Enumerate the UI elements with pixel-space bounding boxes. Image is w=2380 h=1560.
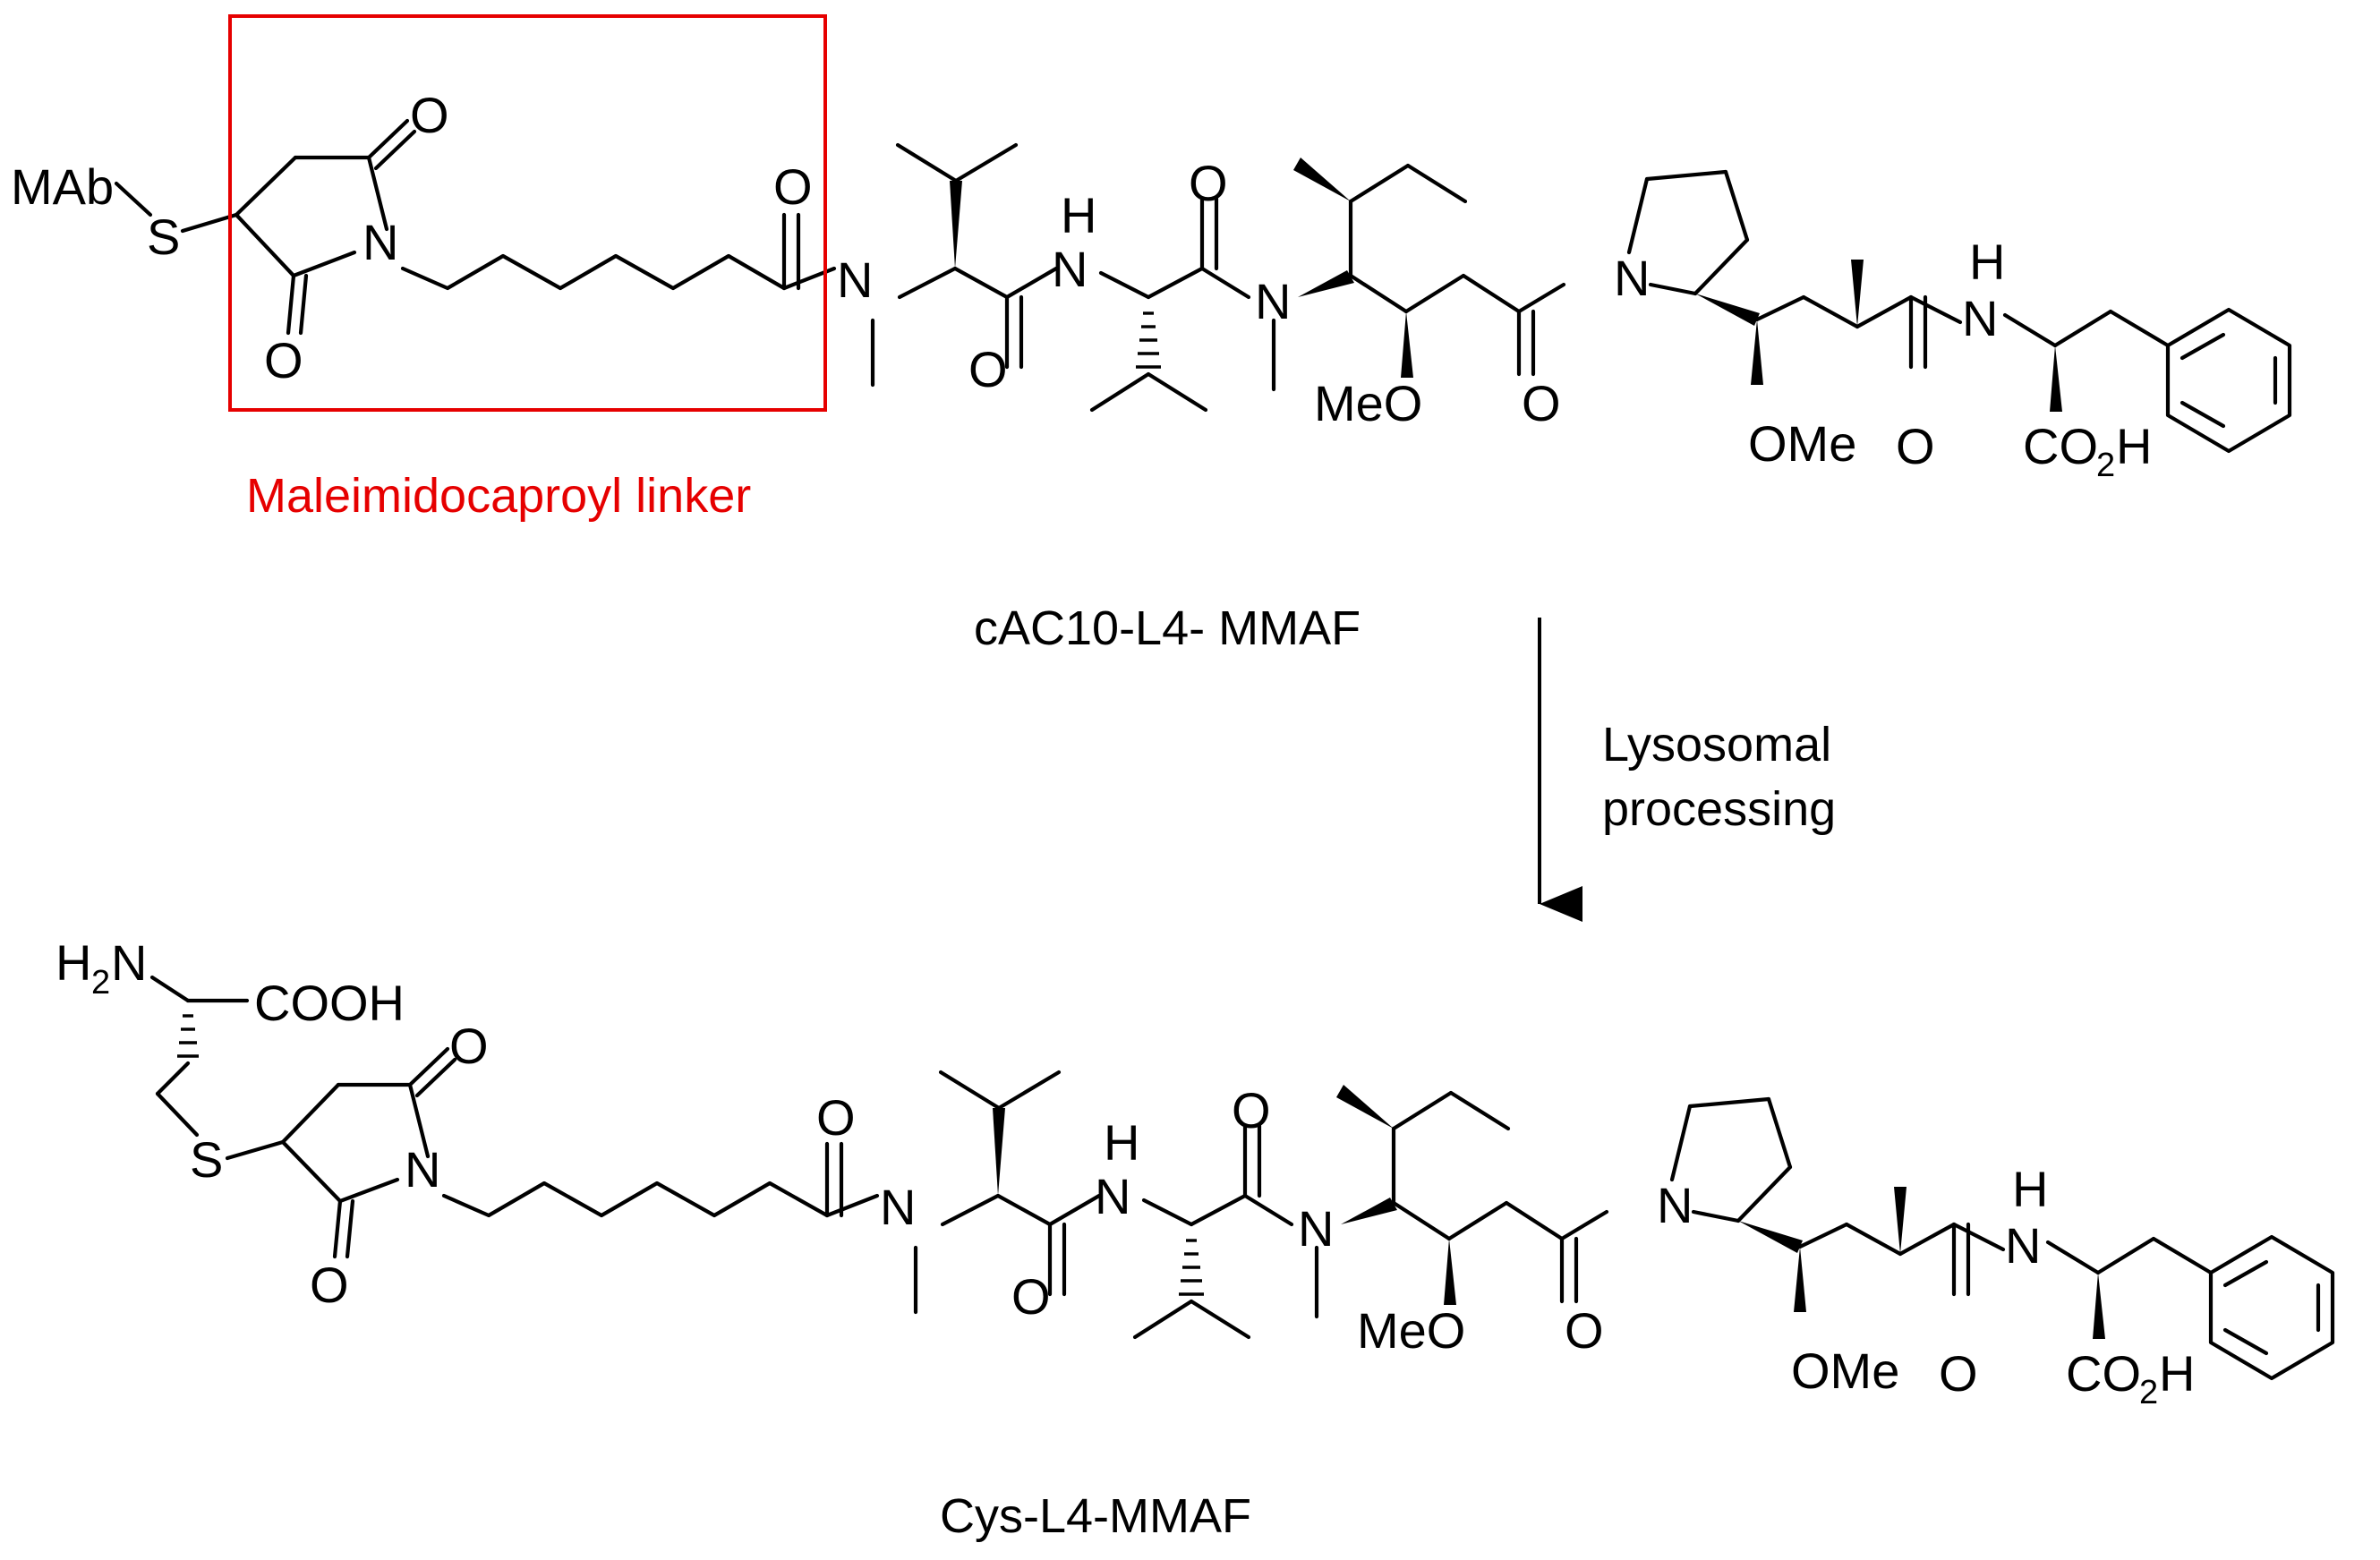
oxygen-linker-carbonyl-bottom: O (816, 1089, 856, 1146)
linker-label: Maleimidocaproyl linker (246, 469, 751, 523)
svg-text:CO: CO (2066, 1345, 2141, 1402)
oxygen-val1-top: O (968, 341, 1008, 397)
oxygen-val2-top: O (1189, 155, 1228, 211)
carboxyl-bottom: CO 2 H (2066, 1345, 2195, 1411)
ome-bottom: OMe (1791, 1343, 1899, 1399)
nh-n2-bottom: N (2005, 1217, 2041, 1274)
top-compound: MAb S O O N O Maleimidocaproyl linker N (11, 14, 2290, 523)
reaction-condition-line2: processing (1602, 782, 1836, 836)
svg-text:2: 2 (2096, 447, 2115, 484)
oxygen-val1-bottom: O (1011, 1268, 1051, 1325)
sulfur-top: S (147, 209, 180, 265)
oxygen-dil-carbonyl-top: O (1522, 375, 1561, 431)
nh-h2-top: H (1969, 234, 2005, 290)
svg-text:N: N (111, 934, 147, 991)
cooh-bottom: COOH (254, 975, 405, 1031)
oxygen-bottom-ring1: O (449, 1018, 489, 1074)
linker-highlight-box (228, 14, 827, 412)
oxygen-linker-carbonyl-top: O (773, 158, 813, 215)
bottom-compound-name: Cys-L4-MMAF (940, 1489, 1251, 1543)
nitrogen-amide-top: N (837, 251, 873, 308)
oxygen-top-ring2: O (264, 332, 303, 388)
nitrogen-pro-bottom: N (1657, 1177, 1693, 1233)
nitrogen-imide-bottom: N (405, 1141, 440, 1198)
nitrogen-dil-bottom: N (1298, 1200, 1334, 1257)
nh-h2-bottom: H (2012, 1161, 2048, 1217)
svg-text:2: 2 (91, 964, 110, 1002)
nh-h-top: H (1061, 187, 1096, 243)
svg-text:CO: CO (2023, 418, 2098, 474)
ome-top: OMe (1748, 415, 1856, 472)
oxygen-bottom-ring2: O (310, 1257, 349, 1313)
carboxyl-top: CO 2 H (2023, 418, 2152, 484)
nh-h-bottom: H (1104, 1114, 1139, 1171)
oxygen-dap-carbonyl-bottom: O (1939, 1345, 1978, 1402)
nitrogen-imide-top: N (363, 214, 398, 270)
meo-top: MeO (1314, 375, 1422, 431)
sulfur-bottom: S (190, 1131, 223, 1188)
nh-n-bottom: N (1095, 1168, 1130, 1224)
nitrogen-pro-top: N (1614, 250, 1650, 306)
svg-text:H: H (2116, 418, 2152, 474)
nitrogen-dil-top: N (1255, 273, 1291, 329)
reaction-condition-line1: Lysosomal (1602, 718, 1831, 771)
svg-text:H: H (2159, 1345, 2195, 1402)
amine-bottom: H 2 N (55, 934, 147, 1002)
svg-text:H: H (55, 934, 91, 991)
nitrogen-amide-bottom: N (880, 1179, 916, 1235)
oxygen-dap-carbonyl-top: O (1896, 418, 1935, 474)
oxygen-top-ring1: O (410, 87, 449, 143)
mab-label: MAb (11, 158, 114, 215)
top-compound-name: cAC10-L4- MMAF (974, 601, 1361, 655)
nh-n2-top: N (1962, 290, 1998, 346)
oxygen-dil-carbonyl-bottom: O (1565, 1302, 1604, 1359)
bottom-compound: H 2 N COOH S O O N (55, 934, 2333, 1411)
svg-text:2: 2 (2139, 1374, 2158, 1411)
oxygen-val2-bottom: O (1232, 1082, 1271, 1138)
meo-bottom: MeO (1357, 1302, 1465, 1359)
nh-n-top: N (1052, 241, 1088, 297)
